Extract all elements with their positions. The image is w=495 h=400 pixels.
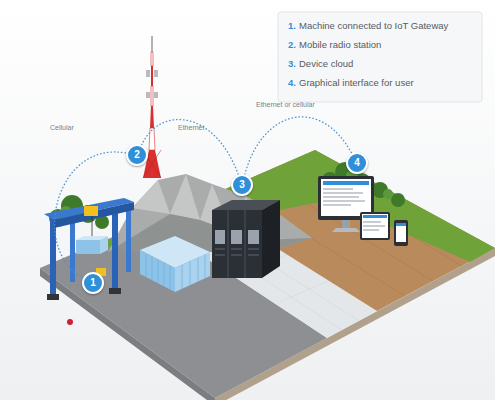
list-item: Mobile radio station [299,39,381,50]
list-item: Device cloud [299,58,353,69]
ground-marker [67,319,73,325]
callout-number: 4 [354,158,360,168]
link-label: Cellular [50,124,74,132]
user-devices [318,176,408,246]
list-number: 1. [288,20,296,31]
dotted-link [245,117,352,175]
rock-mountain [108,174,312,252]
callout-circle: 4 [346,152,368,174]
dotted-link [142,119,239,174]
callout-circle: 3 [231,174,253,196]
link-label: Ethernet or cellular [256,101,315,109]
list-number: 4. [288,77,296,88]
callout-circle: 2 [126,144,148,166]
containers [140,236,210,292]
gantry-crane [44,198,134,300]
list-number: 3. [288,58,296,69]
callout-number: 1 [90,278,96,288]
callout-circle: 1 [82,272,104,294]
callout-number: 2 [134,150,140,160]
link-label: Ethernet [178,124,204,132]
callout-number: 3 [239,180,245,190]
rock-shadow [108,214,312,252]
dotted-link [55,152,127,278]
list-item: Machine connected to IoT Gateway [299,20,448,31]
server-rack [212,200,280,278]
list-number: 2. [288,39,296,50]
legend-panel [278,12,482,102]
list-item: Graphical interface for user [299,77,414,88]
